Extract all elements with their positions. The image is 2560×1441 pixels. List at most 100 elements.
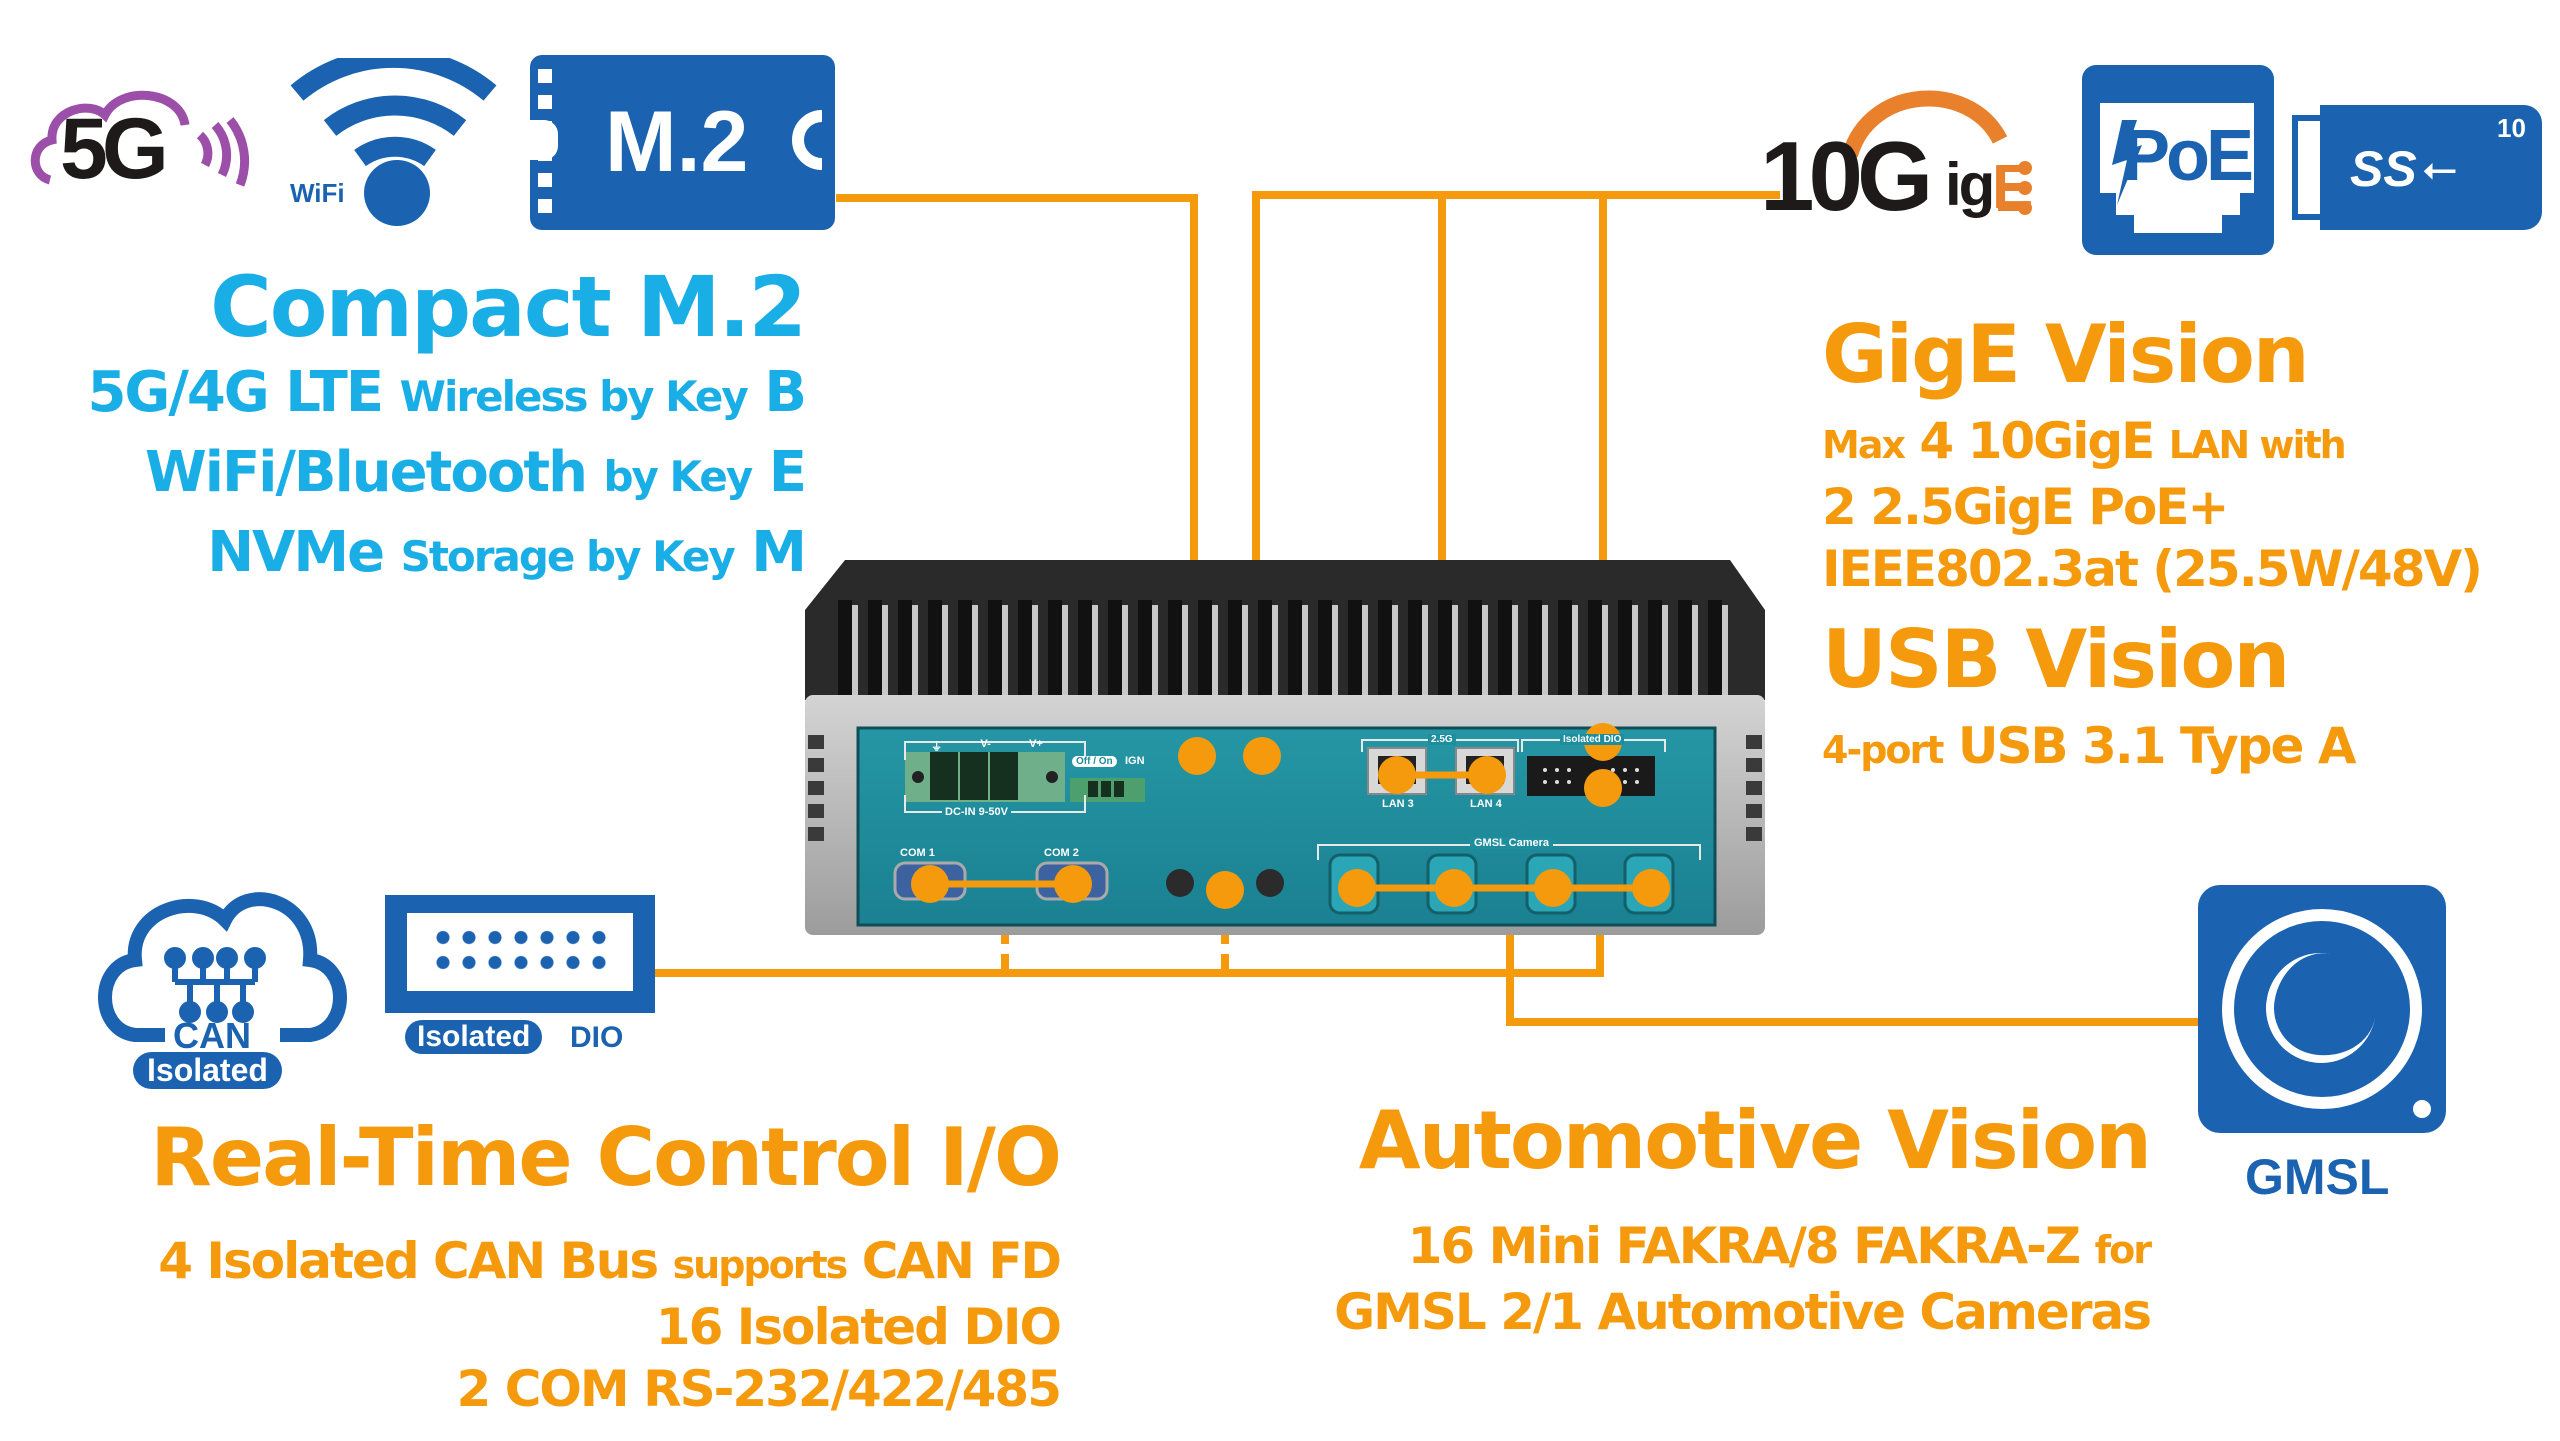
rtio-line-dio: 16 Isolated DIO: [655, 1298, 1062, 1356]
auto-details: 16 Mini FAKRA/8 FAKRA-Z for GMSL 2/1 Aut…: [1334, 1215, 2152, 1343]
heatsink-fin: [928, 600, 942, 698]
power-label: DC-IN 9-50V: [942, 806, 1011, 818]
wifi-label: WiFi: [290, 178, 345, 208]
usb-speed-label: 10: [2497, 113, 2526, 143]
rtio-line-com: 2 COM RS-232/422/485: [456, 1360, 1062, 1418]
heatsink-fin-highlight: [1242, 605, 1248, 698]
e-label: E: [1992, 153, 2034, 222]
heatsink-fin-highlight: [1692, 605, 1698, 698]
heatsink-fin-highlight: [1272, 605, 1278, 698]
m2-line-nvme: NVMe Storage by Key M: [207, 520, 807, 585]
gmsl-connector-line: [1506, 895, 2200, 1026]
isolated-dio-icon: Isolated DIO: [385, 895, 655, 1065]
heatsink-fin-highlight: [1002, 605, 1008, 698]
heatsink-fin: [1108, 600, 1122, 698]
heatsink-fin: [1708, 600, 1722, 698]
heatsink-fin-highlight: [882, 605, 888, 698]
heatsink-fin: [1468, 600, 1482, 698]
heatsink-fin-highlight: [1662, 605, 1668, 698]
heatsink-fin: [1348, 600, 1362, 698]
heatsink-fin-highlight: [1452, 605, 1458, 698]
heatsink-fin-highlight: [972, 605, 978, 698]
pin-vminus-label: V-: [980, 738, 991, 750]
heatsink-fin: [1558, 600, 1572, 698]
wifi-icon: WiFi: [285, 58, 500, 228]
rtio-details: 4 Isolated CAN Bus supports CAN FD 16 Is…: [158, 1230, 1062, 1420]
lan4-label: LAN 4: [1470, 798, 1502, 810]
heatsink-fin: [1588, 600, 1602, 698]
side-vents: [808, 735, 1762, 841]
10g-label: 10G: [1760, 121, 1933, 231]
ss-label: SS: [2350, 141, 2417, 197]
heatsink-fin-highlight: [1092, 605, 1098, 698]
poe-icon: PoE: [2082, 65, 2274, 255]
5g-cloud-icon: 5G: [30, 80, 265, 205]
heatsink-fin-highlight: [1332, 605, 1338, 698]
m2-feature-list: 5G/4G LTE Wireless by Key B WiFi/Bluetoo…: [87, 355, 807, 595]
heatsink-fin: [1288, 600, 1302, 698]
heatsink-fin-highlight: [852, 605, 858, 698]
heatsink-fin-highlight: [1152, 605, 1158, 698]
can-isolated-icon: CAN Isolated: [95, 870, 350, 1089]
heatsink-fin: [1198, 600, 1212, 698]
10gige-logo-icon: 10G ig E: [1760, 80, 2060, 231]
heatsink-fin: [1498, 600, 1512, 698]
antenna-hole-left: [1166, 869, 1194, 897]
heatsink-fin: [1078, 600, 1092, 698]
heatsink-fins: [838, 600, 1728, 698]
gmsl-label: GMSL: [2245, 1149, 2390, 1205]
heatsink-fin: [1438, 600, 1452, 698]
heatsink-fin: [1018, 600, 1032, 698]
gmsl-camera-icon: [2198, 885, 2446, 1133]
heatsink-fin: [1258, 600, 1272, 698]
heatsink-fin-highlight: [1062, 605, 1068, 698]
gige-line-2: 2 2.5GigE PoE+: [1822, 478, 2229, 536]
pin-ground-label: ⏚: [931, 741, 943, 753]
heatsink-fin: [898, 600, 912, 698]
heatsink-fin: [868, 600, 882, 698]
heatsink-fin: [1678, 600, 1692, 698]
power-pin-labels: ⏚ V- V+: [912, 738, 1062, 754]
dio-isolated-badge: Isolated: [405, 1020, 543, 1054]
gige-details: Max 4 10GigE LAN with 2 2.5GigE PoE+ IEE…: [1822, 410, 2483, 600]
heatsink-fin: [1618, 600, 1632, 698]
dio-label: DIO: [570, 1021, 624, 1054]
gige-title: GigE Vision: [1822, 308, 2310, 401]
usb-ss10-icon: SS ⭠ 10: [2292, 105, 2542, 230]
poe-label: PoE: [2122, 116, 2254, 196]
heatsink-fin-highlight: [1212, 605, 1218, 698]
rtio-title: Real-Time Control I/O: [150, 1111, 1062, 1204]
auto-line-fakra: 16 Mini FAKRA/8 FAKRA-Z for: [1407, 1217, 2152, 1275]
heatsink-fin-highlight: [1032, 605, 1038, 698]
gmsl-indicator-dot: [2413, 1100, 2431, 1118]
heatsink-fin-highlight: [1542, 605, 1548, 698]
com1-label: COM 1: [900, 847, 935, 859]
dio-pins: [430, 925, 610, 975]
heatsink-fin: [958, 600, 972, 698]
m2-label: M.2: [605, 94, 749, 190]
m2-dot-1: [1178, 737, 1216, 775]
usb-body: [2320, 105, 2542, 230]
m2-card-icon: M.2: [528, 55, 835, 230]
heatsink-fin: [1048, 600, 1062, 698]
heatsink-top: [805, 560, 1765, 700]
m2-card-notch: [528, 120, 558, 160]
heatsink-fin-highlight: [1572, 605, 1578, 698]
heatsink-fin: [988, 600, 1002, 698]
heatsink-fin-highlight: [1182, 605, 1188, 698]
gige-line-1: Max 4 10GigE LAN with: [1822, 412, 2347, 470]
heatsink-fin-highlight: [912, 605, 918, 698]
can-label: CAN: [173, 1015, 251, 1056]
usb-title: USB Vision: [1822, 613, 2290, 706]
dio-dot-bottom: [1584, 769, 1622, 807]
usb-details: 4-port USB 3.1 Type A: [1822, 717, 2357, 775]
pin-vplus-label: V+: [1029, 738, 1043, 750]
heatsink-fin: [838, 600, 852, 698]
heatsink-fin-highlight: [1482, 605, 1488, 698]
heatsink-fin: [1648, 600, 1662, 698]
heatsink-fin-highlight: [1392, 605, 1398, 698]
heatsink-fin-highlight: [1422, 605, 1428, 698]
auto-title: Automotive Vision: [1358, 1094, 2152, 1187]
